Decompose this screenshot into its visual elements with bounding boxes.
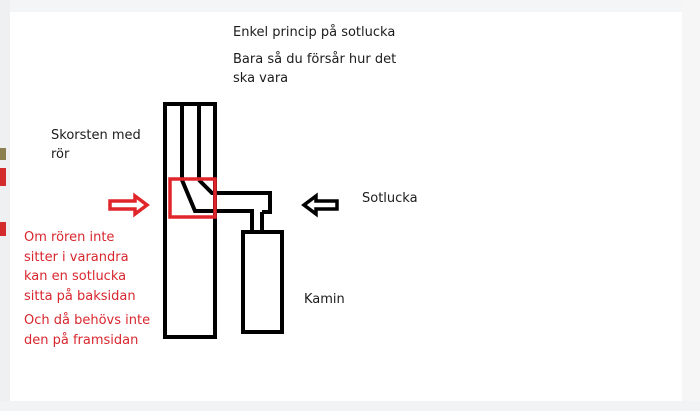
arrow-right-icon [108, 192, 150, 218]
edge-fragment [0, 168, 6, 186]
chimney-outline [163, 102, 217, 339]
edge-fragment [0, 148, 6, 160]
frame-left-edge [0, 0, 10, 411]
frame-bottom-edge [0, 401, 700, 411]
frame-top-edge [0, 0, 700, 12]
frame-right-edge [682, 0, 700, 411]
arrow-left-icon [301, 192, 339, 218]
connector-pipe-lower [180, 179, 254, 232]
note-front-side: Och då behövs inte den på framsidan [24, 313, 151, 348]
note-back-side: Om rören inte sitter i varandra kan en s… [24, 230, 136, 304]
connector-pipe-upper [197, 178, 272, 214]
sootdoor-label: Sotlucka [362, 191, 418, 206]
diagram-title: Enkel princip på sotlucka [233, 25, 396, 40]
stove-body [241, 230, 284, 334]
diagram-subtitle: Bara så du försår hur det ska vara [233, 52, 397, 86]
soot-door-highlight [168, 177, 217, 219]
chimney-label: Skorsten med rör [51, 128, 141, 162]
edge-fragment [0, 222, 6, 236]
stove-label: Kamin [304, 292, 345, 307]
